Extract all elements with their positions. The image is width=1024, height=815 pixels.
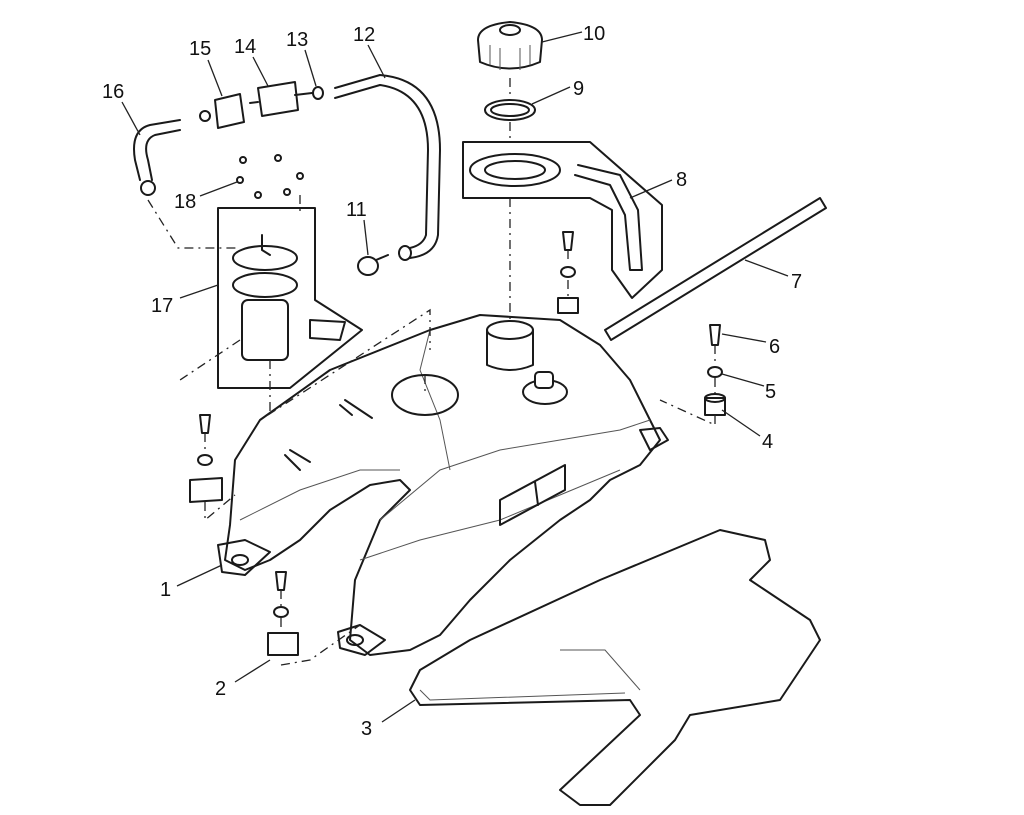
callout-6: 6	[769, 336, 780, 358]
callout-15: 15	[189, 38, 211, 60]
callout-9: 9	[573, 78, 584, 100]
part-16-hose	[133, 119, 181, 181]
part-14-fuel-filter	[257, 81, 299, 117]
fuel-tank-body	[224, 314, 661, 656]
part-3-tank-mat	[409, 529, 821, 806]
callout-17: 17	[151, 295, 173, 317]
callout-4: 4	[762, 431, 773, 453]
callout-10: 10	[583, 23, 605, 45]
callout-2: 2	[215, 678, 226, 700]
callout-11: 11	[346, 199, 367, 221]
part-7-vent-tube	[604, 197, 827, 341]
part-17-fuel-pump-box	[217, 207, 363, 389]
callout-12: 12	[353, 24, 375, 46]
callout-3: 3	[361, 718, 372, 740]
callout-1: 1	[160, 579, 171, 601]
callout-14: 14	[234, 36, 256, 58]
callout-13: 13	[286, 29, 308, 51]
callout-8: 8	[676, 169, 687, 191]
part-12-fuel-hose	[334, 74, 441, 259]
callout-5: 5	[765, 381, 776, 403]
callout-18: 18	[174, 191, 196, 213]
callout-16: 16	[102, 81, 124, 103]
part-10-fuel-cap	[477, 21, 543, 70]
callout-7: 7	[791, 271, 802, 293]
part-9-seal-ring	[484, 99, 536, 121]
